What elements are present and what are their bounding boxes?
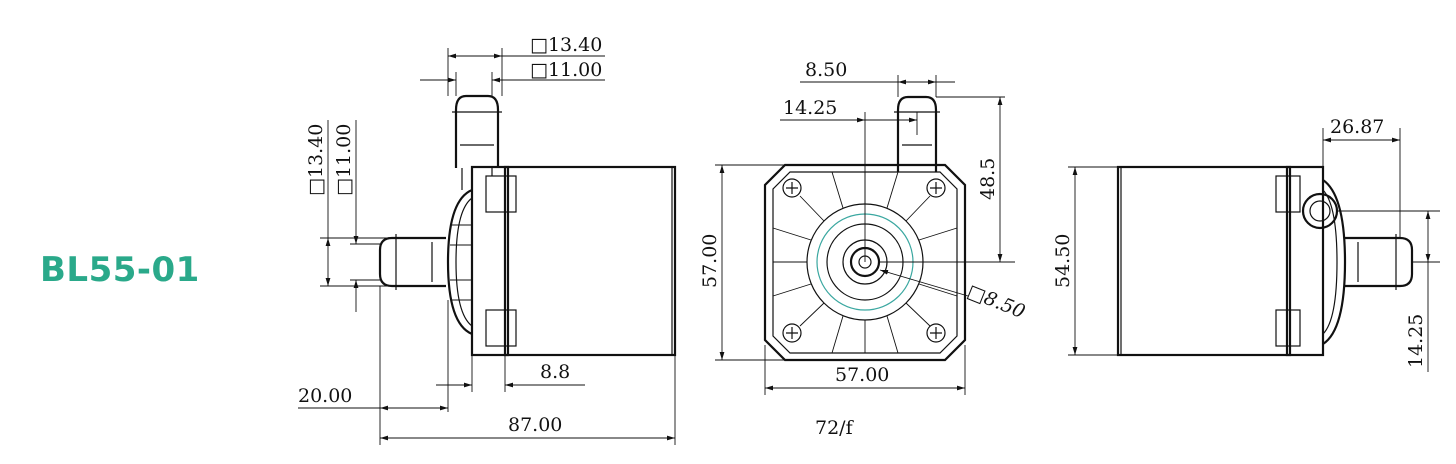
dim-87-00: 87.00 xyxy=(508,414,562,436)
right-outlet-circle xyxy=(1301,192,1339,230)
dim-8-8: 8.8 xyxy=(540,361,570,383)
screw-holes xyxy=(782,178,946,343)
dim-sq1100-top: □11.00 xyxy=(530,59,602,81)
dim-57-00-vertical: 57.00 xyxy=(699,234,721,288)
model-title: BL55-01 xyxy=(40,250,200,290)
dim-8-50-top: 8.50 xyxy=(805,59,847,81)
dim-26-87: 26.87 xyxy=(1330,116,1384,138)
dim-48-5: 48.5 xyxy=(977,158,999,200)
front-outlet xyxy=(896,95,938,172)
right-inlet xyxy=(1345,236,1414,288)
motor-body xyxy=(503,165,677,357)
note-72f: 72/f xyxy=(815,417,855,439)
dim-54-50: 54.50 xyxy=(1052,234,1074,288)
dim-14-25-top: 14.25 xyxy=(783,97,837,119)
pump-head xyxy=(446,188,473,336)
front-view: 8.50 14.25 48.5 57.00 57.00 □8.50 72/f xyxy=(699,59,1028,439)
right-flange xyxy=(1285,165,1325,357)
dim-sq1340-top: □13.40 xyxy=(530,34,602,56)
dim-20-00: 20.00 xyxy=(298,385,352,407)
dim-14-25-right: 14.25 xyxy=(1405,314,1427,368)
right-motor-body xyxy=(1116,165,1292,357)
dim-sq1100-left: □11.00 xyxy=(333,124,355,196)
flange xyxy=(470,165,510,357)
left-inlet xyxy=(378,236,446,288)
dim-sq1340-left: □13.40 xyxy=(305,124,327,196)
dim-57-00-horizontal: 57.00 xyxy=(835,364,889,386)
dim-sq8-50-diagonal: □8.50 xyxy=(964,280,1028,323)
top-outlet xyxy=(454,94,500,168)
side-view: □13.40 □11.00 □13.40 □11.00 8.8 20.00 87… xyxy=(298,34,677,445)
right-view: 54.50 26.87 14.25 xyxy=(1052,116,1440,372)
front-plate xyxy=(763,163,967,362)
